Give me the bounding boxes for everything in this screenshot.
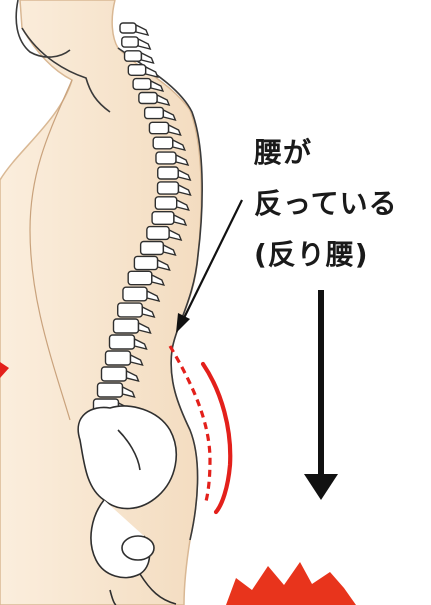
caption-line-2: 反っている — [254, 182, 398, 222]
vertebra — [149, 122, 168, 133]
down-arrow — [304, 290, 338, 500]
vertebra — [120, 23, 136, 33]
vertebra — [123, 287, 147, 301]
vertebra — [152, 212, 174, 225]
vertebra — [118, 303, 143, 317]
vertebra — [114, 319, 139, 333]
vertebra — [153, 137, 173, 149]
vertebra — [128, 65, 145, 76]
vertebra — [128, 271, 152, 284]
vertebra — [110, 335, 135, 349]
vertebra — [134, 256, 157, 269]
vertebra — [122, 37, 138, 47]
vertebra-process — [136, 25, 148, 35]
vertebra — [145, 107, 164, 118]
vertebra-process — [141, 53, 153, 63]
caption-line-1: 腰が — [254, 131, 312, 171]
vertebra — [98, 383, 123, 397]
vertebra — [147, 227, 169, 240]
vertebra — [155, 197, 176, 209]
vertebra — [106, 351, 131, 365]
vertebra — [141, 242, 164, 255]
vertebra — [158, 167, 179, 179]
impact-burst — [226, 562, 356, 605]
vertebra — [158, 182, 179, 194]
caption-line-3: (反り腰) — [254, 233, 369, 273]
vertebra — [139, 93, 157, 104]
vertebra — [102, 367, 127, 381]
vertebra — [125, 51, 142, 61]
vertebra — [133, 79, 151, 90]
vertebra — [156, 152, 176, 164]
vertebra-process — [138, 39, 150, 49]
